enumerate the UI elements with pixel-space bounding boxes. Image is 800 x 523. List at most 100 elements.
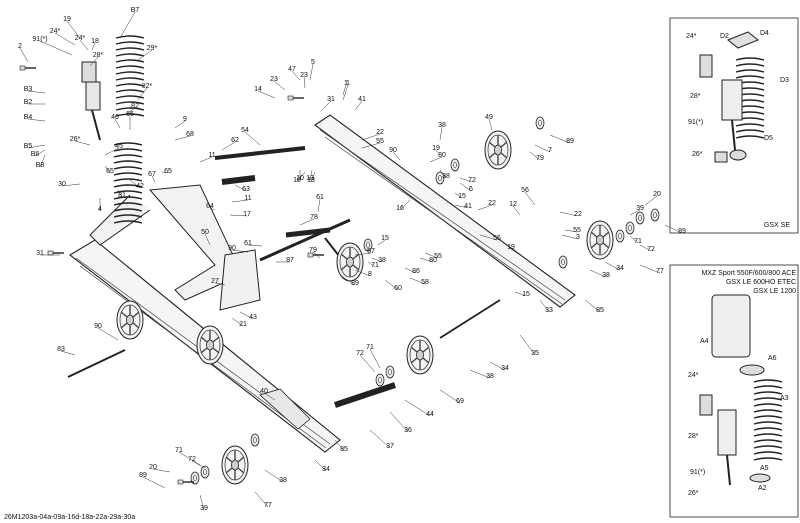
washer: [558, 255, 568, 269]
inset-gsx-se-callout: 26*: [692, 151, 703, 158]
callout-label: 1: [344, 80, 348, 87]
callout-label: 58: [421, 279, 429, 286]
callout-label: 19: [507, 244, 515, 251]
rear-shock-absorber: [81, 35, 145, 224]
callout-label: 34: [616, 265, 624, 272]
callout-label: 4: [98, 206, 102, 213]
washer: [250, 433, 260, 447]
inset-gsx-se-callout: D4: [760, 30, 769, 37]
callout-label: 90: [94, 323, 102, 330]
idler-wheel-rail-mid: [196, 325, 224, 365]
inset-gsx-se-title: GSX SE: [764, 222, 790, 229]
inset-gsx-se-shock: [699, 31, 765, 163]
inset-mxz-callout: A6: [768, 355, 777, 362]
callout-label: 15: [458, 193, 466, 200]
inset-mxz-callout: 28*: [688, 433, 699, 440]
callout-label: B3: [24, 86, 33, 93]
callout-label: 35: [531, 350, 539, 357]
callout-label: 47: [288, 66, 296, 73]
inset-gsx-se-callout: 24*: [686, 33, 697, 40]
inset-mxz-callout: 26*: [688, 490, 699, 497]
callout-label: 79: [536, 155, 544, 162]
callout-label: 65: [164, 168, 172, 175]
callout-label: 27: [211, 278, 219, 285]
callout-label: 81: [118, 192, 126, 199]
callout-label: 19: [63, 16, 71, 23]
callout-label: 38: [602, 272, 610, 279]
inset-mxz-callout: A2: [758, 485, 767, 492]
callout-label: 31: [327, 96, 335, 103]
callout-label: 45: [115, 143, 123, 150]
callout-label: 38: [378, 257, 386, 264]
callout-label: 5: [311, 59, 315, 66]
callout-label: 26*: [70, 136, 81, 143]
washer: [635, 211, 645, 225]
callout-label: 80: [429, 257, 437, 264]
callout-label: 65: [106, 168, 114, 175]
inset-mxz-callout: A4: [700, 338, 709, 345]
callout-label: 14: [254, 86, 262, 93]
inset-gsx-se-callout: D3: [780, 77, 789, 84]
callout-label: 37: [386, 443, 394, 450]
leader-lines: [19, 11, 683, 511]
callout-label: 38: [442, 173, 450, 180]
callout-label: 72: [468, 177, 476, 184]
washer: [385, 365, 395, 379]
callout-label: B2: [24, 99, 33, 106]
callout-label: 89: [678, 228, 686, 235]
inset-mxz-title-line-3: GSX LE 1200: [753, 288, 796, 295]
idler-wheel-77-left: [221, 445, 249, 485]
callout-label: B8: [36, 162, 45, 169]
callout-label: 28*: [93, 52, 104, 59]
callout-label: 87: [286, 257, 294, 264]
inset-gsx-se-callout: D5: [764, 135, 773, 142]
inset-gsx-se-callout: 91(*): [688, 119, 703, 126]
callout-label: 24*: [50, 28, 61, 35]
callout-label: 63: [242, 186, 250, 193]
callout-label: 12: [509, 201, 517, 208]
callout-label: 9: [183, 116, 187, 123]
callout-label: 64: [206, 203, 214, 210]
callout-label: 31: [36, 250, 44, 257]
callout-label: 18: [91, 38, 99, 45]
washer: [615, 229, 625, 243]
callout-label: 22: [574, 211, 582, 218]
callout-label: 20: [653, 191, 661, 198]
callout-label: 10: [293, 177, 301, 184]
callout-label: 34: [322, 466, 330, 473]
callout-label: 71: [175, 447, 183, 454]
callout-label: 77: [656, 268, 664, 275]
callout-label: 71: [366, 344, 374, 351]
callout-label: 68: [186, 131, 194, 138]
callout-label: 69: [456, 398, 464, 405]
callout-label: 16: [396, 205, 404, 212]
callout-label: 15: [381, 235, 389, 242]
idler-wheel-77-right: [586, 220, 614, 260]
inset-box-mxz: [669, 264, 799, 518]
bolt: [19, 65, 37, 71]
washer: [625, 221, 635, 235]
callout-label: 15: [522, 291, 530, 298]
callout-label: 19: [432, 145, 440, 152]
callout-label: 56: [521, 187, 529, 194]
callout-label: 22: [376, 129, 384, 136]
callout-label: 54: [241, 127, 249, 134]
callout-label: 71: [371, 262, 379, 269]
callout-label: B6: [31, 151, 40, 158]
washer: [450, 158, 460, 172]
callout-label: 34: [501, 365, 509, 372]
inset-gsx-se-callout: 28*: [690, 93, 701, 100]
callout-label: 24*: [75, 35, 86, 42]
callout-label: 3: [576, 234, 580, 241]
washer: [535, 116, 545, 130]
callout-label: 55: [573, 227, 581, 234]
callout-label: 17: [243, 211, 251, 218]
callout-label: 72: [356, 350, 364, 357]
callout-label: 6: [469, 186, 473, 193]
callout-label: 23: [270, 76, 278, 83]
callout-label: B7: [131, 7, 140, 14]
callout-label: 85: [340, 446, 348, 453]
